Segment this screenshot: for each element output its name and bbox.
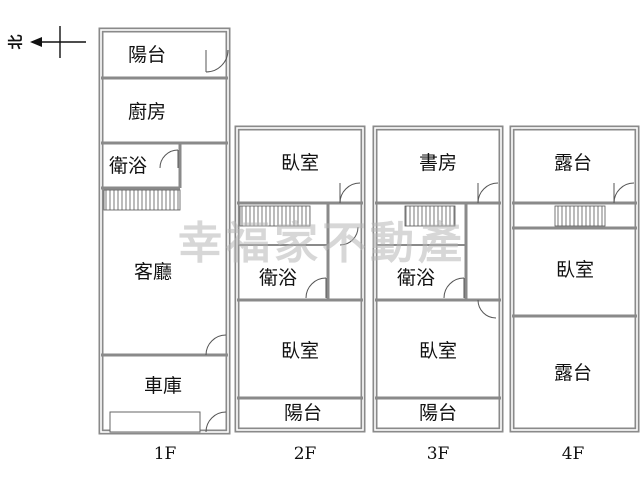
floor-3f (372, 125, 504, 433)
floor-label-2f: 2F (294, 444, 317, 464)
room-label-4f-bedroom: 臥室 (556, 259, 594, 281)
room-label-4f-terrace-front: 露台 (554, 152, 592, 174)
room-label-2f-bedroom-front: 臥室 (281, 152, 319, 174)
floor-1f (98, 27, 231, 435)
room-label-3f-balcony: 陽台 (419, 402, 457, 424)
room-label-3f-bedroom: 臥室 (419, 340, 457, 362)
room-label-2f-bedroom-back: 臥室 (281, 340, 319, 362)
room-label-4f-terrace-back: 露台 (554, 362, 592, 384)
room-label-1f-garage: 車庫 (144, 375, 182, 397)
floor-2f (234, 125, 366, 433)
floor-4f (509, 125, 640, 433)
floor-label-4f: 4F (562, 444, 585, 464)
room-label-2f-balcony: 陽台 (284, 402, 322, 424)
floor-label-1f: 1F (154, 444, 177, 464)
room-label-1f-bathroom: 衛浴 (109, 155, 147, 177)
watermark-logo: 幸福家不動產 (178, 218, 466, 269)
room-label-1f-balcony: 陽台 (128, 44, 166, 66)
north-arrow-icon (30, 26, 86, 58)
room-label-2f-bathroom: 衛浴 (259, 267, 297, 289)
north-label: 北 (7, 34, 25, 49)
room-label-1f-kitchen: 廚房 (128, 100, 166, 123)
room-label-3f-study: 書房 (419, 152, 457, 174)
floor-label-3f: 3F (427, 444, 450, 464)
room-label-1f-living-room: 客廳 (134, 261, 172, 283)
room-label-3f-bathroom: 衛浴 (397, 267, 435, 289)
